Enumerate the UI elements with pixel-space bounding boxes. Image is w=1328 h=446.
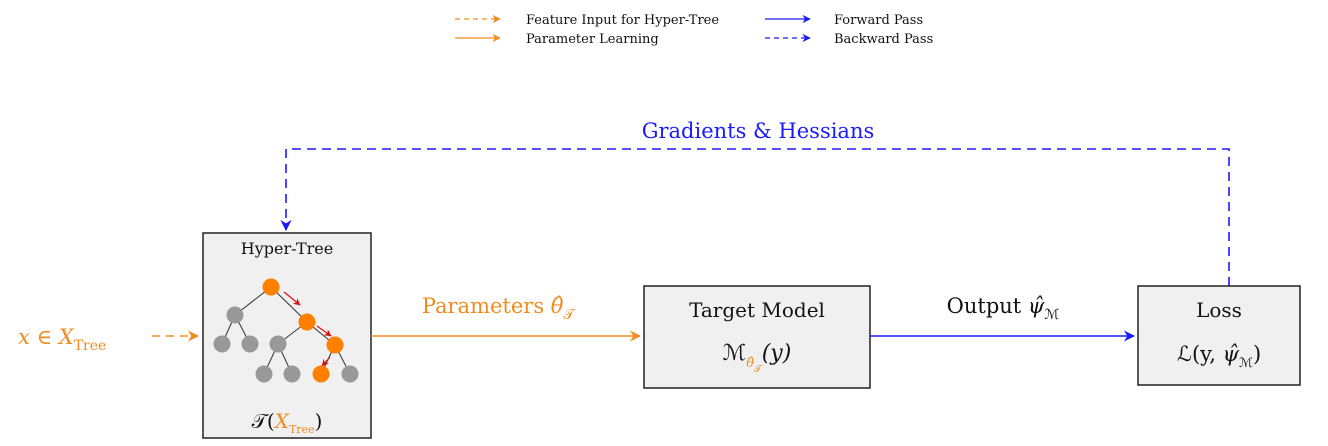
input-label: x ∈ XTree — [18, 325, 106, 354]
legend-parameter-learning-label: Parameter Learning — [526, 32, 659, 47]
hyper-tree-box — [202, 232, 372, 439]
tree-node — [269, 335, 287, 353]
target-model-box — [643, 285, 871, 389]
tree-node-leaf-selected — [312, 365, 330, 383]
target-model-title: Target Model — [689, 298, 825, 322]
tree-node — [241, 335, 259, 353]
tree-nodes — [213, 278, 359, 383]
loss-title: Loss — [1196, 298, 1242, 322]
tree-node-root — [262, 278, 280, 296]
loss-box — [1137, 285, 1301, 386]
tree-node — [298, 313, 316, 331]
legend-forward-pass-label: Forward Pass — [834, 13, 923, 28]
tree-node — [326, 336, 344, 354]
legend-feature-input-label: Feature Input for Hyper-Tree — [526, 13, 719, 28]
parameters-label: Parameters θ̂𝒯 — [422, 294, 577, 323]
backward-pass-arrow — [280, 148, 1230, 286]
gradients-hessians-label: Gradients & Hessians — [642, 119, 875, 143]
target-model-formula: ℳθ̂𝒯(y) — [723, 341, 792, 375]
tree-node — [283, 365, 301, 383]
hyper-tree-title: Hyper-Tree — [241, 239, 333, 258]
loss-formula: ℒ(y, ψ̂ℳ) — [1177, 342, 1261, 371]
tree-node — [341, 365, 359, 383]
output-label: Output ψ̂ℳ — [947, 294, 1060, 323]
legend: Feature Input for Hyper-Tree Parameter L… — [455, 13, 933, 47]
legend-backward-pass-label: Backward Pass — [834, 32, 933, 47]
hyper-tree-formula: 𝒯(XTree) — [252, 409, 323, 436]
tree-node — [255, 365, 273, 383]
tree-node — [226, 306, 244, 324]
tree-node — [213, 335, 231, 353]
tree-path-arrows — [283, 291, 332, 367]
